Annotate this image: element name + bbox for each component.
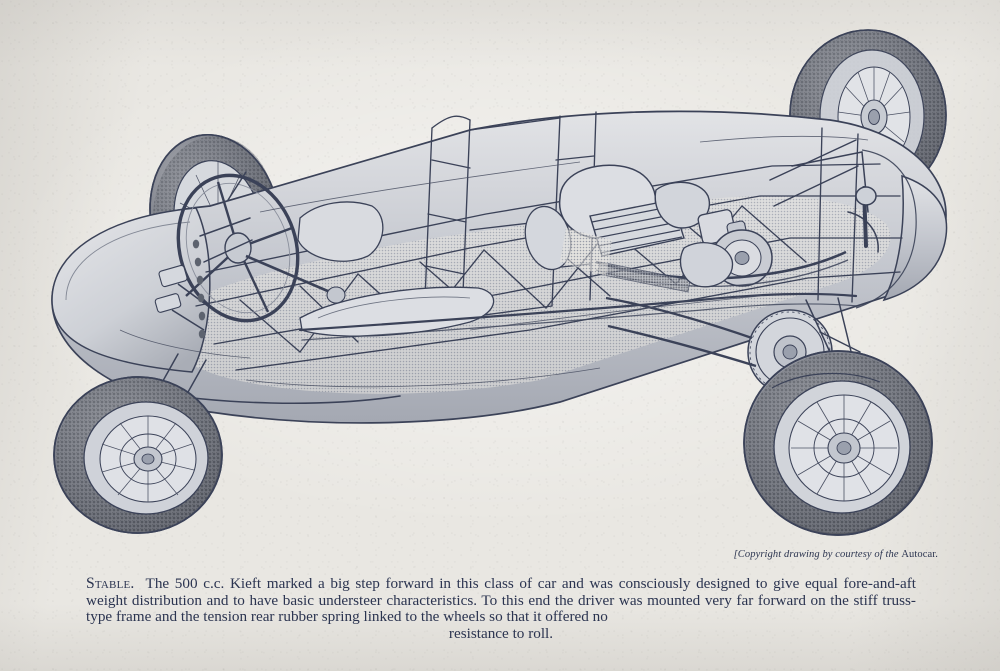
caption-lead-word: Stable. bbox=[86, 575, 135, 592]
rivet-row bbox=[192, 239, 206, 339]
steering-wheel-boss bbox=[224, 232, 252, 264]
seat-back bbox=[297, 201, 384, 262]
kieft-cutaway-svg bbox=[51, 29, 948, 536]
pedal-cluster bbox=[154, 264, 209, 331]
figure-kieft-cutaway bbox=[51, 29, 948, 536]
gearbox bbox=[679, 241, 734, 288]
wheel-front-left bbox=[53, 376, 223, 534]
cockpit-assembly bbox=[154, 173, 495, 339]
credit-italic-text: Copyright drawing by courtesy of the bbox=[737, 549, 902, 560]
caption-last-line: resistance to roll. bbox=[448, 624, 554, 642]
engine-assembly bbox=[524, 164, 849, 293]
steering-column bbox=[245, 254, 331, 294]
copyright-credit-line: [Copyright drawing by courtesy of the Au… bbox=[0, 549, 938, 560]
suspension-linkages bbox=[149, 139, 879, 419]
wheel-rear-left bbox=[743, 350, 933, 536]
nose-cone bbox=[51, 207, 211, 373]
figure-caption: Stable. The 500 c.c. Kieft marked a big … bbox=[86, 575, 916, 642]
credit-bracket: [ bbox=[733, 549, 738, 560]
detail-linework bbox=[119, 135, 869, 388]
credit-publication-name: Autocar. bbox=[901, 549, 938, 560]
caption-body-text: The 500 c.c. Kieft marked a big step for… bbox=[86, 575, 916, 626]
